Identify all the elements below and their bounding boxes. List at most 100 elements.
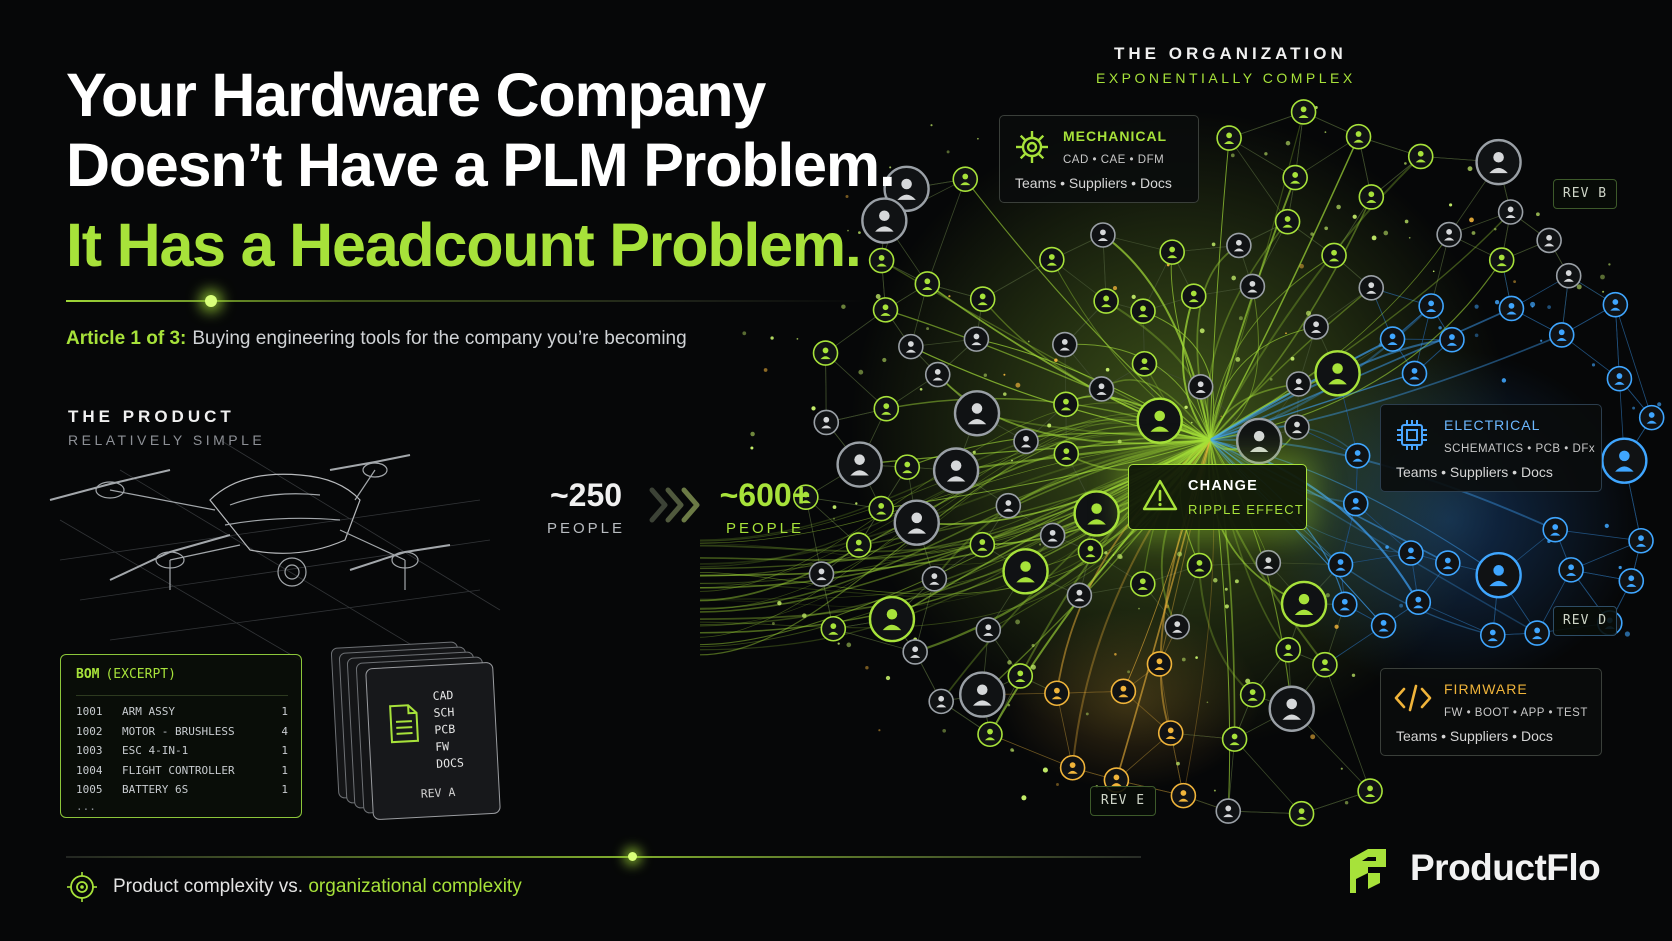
firmware-subtitle: FW • BOOT • APP • TEST bbox=[1444, 707, 1588, 719]
network-dot bbox=[1540, 339, 1543, 342]
person-icon bbox=[932, 447, 980, 494]
network-dot bbox=[1117, 439, 1122, 444]
person-icon bbox=[1053, 440, 1080, 467]
person-icon bbox=[952, 166, 979, 192]
network-dot bbox=[972, 450, 976, 454]
network-dot bbox=[1177, 551, 1183, 557]
ripple-stream bbox=[933, 439, 1211, 580]
article-subtitle: Article 1 of 3:Buying engineering tools … bbox=[66, 328, 687, 350]
network-dot bbox=[1213, 578, 1218, 583]
ripple-stream bbox=[916, 439, 1211, 525]
person-icon bbox=[1187, 374, 1214, 400]
person-icon bbox=[1130, 298, 1156, 324]
person-icon bbox=[1314, 350, 1361, 397]
bom-part-description: MOTOR - BRUSHLESS bbox=[122, 724, 235, 738]
person-icon bbox=[1226, 232, 1252, 259]
person-icon bbox=[1164, 613, 1191, 640]
network-dot bbox=[1138, 607, 1140, 610]
network-dot bbox=[946, 150, 950, 154]
headcount-to-label: PEOPLE bbox=[725, 520, 805, 537]
article-subtitle-text: Buying engineering tools for the company… bbox=[192, 328, 687, 349]
network-dot bbox=[1471, 231, 1476, 235]
person-icon bbox=[1407, 143, 1434, 170]
person-icon bbox=[1052, 331, 1078, 358]
network-dot bbox=[1310, 734, 1316, 740]
network-edge bbox=[1324, 664, 1371, 792]
ripple-stream bbox=[1142, 310, 1215, 441]
ripple-stream bbox=[1051, 259, 1211, 441]
network-dot bbox=[1012, 749, 1015, 752]
network-dot bbox=[1264, 152, 1268, 156]
headline-line-1: Your Hardware Company bbox=[66, 61, 766, 129]
person-icon bbox=[868, 595, 916, 643]
person-icon bbox=[1436, 221, 1462, 248]
person-icon bbox=[995, 492, 1022, 519]
network-dot bbox=[841, 304, 846, 309]
network-edge bbox=[1228, 137, 1288, 222]
network-dot bbox=[845, 195, 849, 198]
network-dot bbox=[811, 406, 816, 411]
network-dot bbox=[882, 357, 887, 363]
network-dot bbox=[1383, 230, 1389, 236]
ripple-stream bbox=[1209, 155, 1422, 441]
headline-divider bbox=[66, 300, 866, 302]
network-dot bbox=[1285, 140, 1291, 146]
person-icon bbox=[893, 499, 940, 546]
ripple-stream bbox=[1209, 287, 1372, 441]
headcount-from-value: ~250 bbox=[549, 477, 623, 513]
network-edge bbox=[825, 352, 887, 410]
network-dot bbox=[1085, 712, 1089, 716]
network-dot bbox=[1054, 358, 1058, 362]
person-icon bbox=[1498, 295, 1525, 322]
person-icon bbox=[1002, 548, 1049, 595]
person-icon bbox=[1235, 417, 1283, 465]
network-dot bbox=[1176, 761, 1180, 766]
person-icon bbox=[861, 197, 908, 244]
network-dot bbox=[1056, 783, 1059, 786]
person-icon bbox=[1131, 350, 1158, 377]
bom-part-qty: 1 bbox=[281, 763, 288, 777]
product-title: THE PRODUCT bbox=[68, 407, 235, 426]
network-dot bbox=[942, 728, 947, 733]
network-dot bbox=[1211, 242, 1216, 247]
rev-b-tag: REV B bbox=[1553, 179, 1617, 209]
network-dot bbox=[889, 166, 892, 169]
network-dot bbox=[1104, 551, 1108, 555]
network-dot bbox=[1010, 748, 1014, 752]
person-icon bbox=[1039, 246, 1065, 273]
person-icon bbox=[1358, 184, 1385, 210]
person-icon bbox=[1007, 663, 1034, 689]
network-dot bbox=[1576, 284, 1582, 290]
person-icon bbox=[1342, 490, 1369, 517]
ripple-stream bbox=[1181, 295, 1211, 441]
network-dot bbox=[1195, 656, 1198, 659]
ripple-stream bbox=[1209, 254, 1335, 441]
network-dot bbox=[1608, 263, 1611, 266]
drone-illustration bbox=[49, 439, 501, 661]
network-dot bbox=[855, 502, 858, 505]
network-edge bbox=[1228, 111, 1304, 139]
network-dot bbox=[1231, 275, 1237, 281]
person-icon bbox=[1039, 522, 1066, 549]
caption-prefix: Product complexity vs. bbox=[113, 876, 304, 897]
person-icon bbox=[959, 671, 1006, 718]
headline-line-3: It Has a Headcount Problem. bbox=[66, 211, 862, 279]
electrical-footer: Teams • Suppliers • Docs bbox=[1396, 464, 1553, 480]
network-dot bbox=[771, 622, 775, 625]
firmware-card: FIRMWARE FW • BOOT • APP • TEST Teams • … bbox=[1380, 668, 1602, 756]
person-icon bbox=[1059, 754, 1086, 781]
organization-subtitle: EXPONENTIALLY COMPLEX bbox=[1096, 70, 1356, 86]
person-icon bbox=[1170, 782, 1197, 809]
network-dot bbox=[1310, 232, 1314, 236]
network-edge bbox=[1228, 137, 1296, 178]
person-icon bbox=[1542, 516, 1569, 543]
network-dot bbox=[833, 517, 835, 520]
network-dot bbox=[1494, 300, 1500, 305]
person-icon bbox=[1321, 242, 1347, 269]
network-dot bbox=[1015, 382, 1021, 388]
person-icon bbox=[1536, 227, 1562, 254]
person-icon bbox=[1180, 283, 1207, 309]
person-icon bbox=[1475, 551, 1522, 599]
network-dot bbox=[885, 675, 891, 681]
